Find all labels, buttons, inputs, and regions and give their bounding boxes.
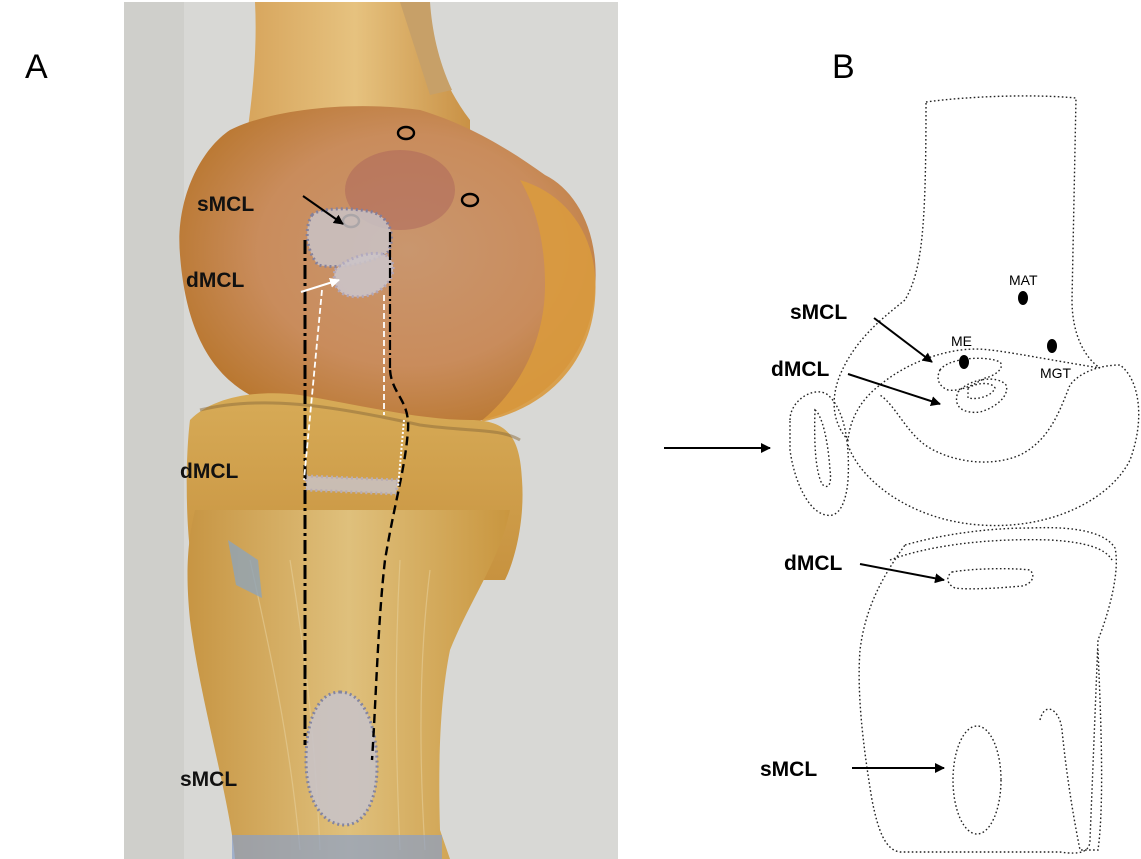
panel-b-label-mgt: MGT — [1040, 365, 1072, 381]
marker-circle-1 — [396, 125, 416, 141]
marker-circle-2 — [460, 192, 480, 208]
tibial-plateau-outline — [858, 526, 1118, 854]
panel-b-label-me: ME — [951, 333, 972, 349]
dmcl-anterior-border — [303, 289, 323, 481]
patella-facet-outline — [813, 408, 832, 488]
dmcl-posterior-border-tibia — [397, 419, 405, 489]
femur-outline — [833, 95, 1101, 442]
panel-b-label-dmcl-femoral: dMCL — [771, 358, 829, 381]
panel-b-label-dmcl-tibial: dMCL — [784, 552, 842, 575]
panel-a-photo — [124, 2, 618, 859]
mat-dot — [1018, 291, 1028, 305]
panel-b-drawing — [664, 95, 1140, 854]
articular-cartilage — [480, 180, 596, 422]
blue-stand — [232, 835, 442, 859]
panel-a-label-dmcl-tibial: dMCL — [180, 460, 238, 483]
panel-a-letter: A — [25, 48, 48, 86]
condyle-red-area — [345, 150, 455, 230]
panel-b-label-smcl-tibial: sMCL — [760, 758, 817, 781]
dmcl-tibial-footprint-outline — [947, 567, 1034, 590]
smcl-femoral-footprint — [305, 207, 393, 269]
arrow-smcl-femoral-b — [873, 317, 933, 363]
dmcl-femoral-inner-outline — [967, 382, 996, 400]
arrow-dmcl-femoral-b — [847, 373, 941, 406]
arrow-dmcl-tibial-b — [859, 563, 945, 584]
photo-backdrop-shade — [124, 2, 184, 859]
panel-b-label-mat: MAT — [1009, 272, 1038, 288]
panel-a-label-smcl-femoral: sMCL — [197, 193, 254, 216]
patella-outline — [789, 391, 850, 517]
dmcl-femoral-footprint-outline — [955, 378, 1008, 414]
tibial-plateau-top-outline — [889, 538, 1113, 561]
arrow-smcl-femoral — [302, 195, 344, 225]
mgt-dot — [1047, 339, 1057, 353]
dmcl-femoral-footprint — [332, 251, 395, 299]
panel-a-label-smcl-tibial: sMCL — [180, 768, 237, 791]
smcl-femoral-footprint-outline — [937, 357, 1002, 392]
blue-tag — [228, 540, 262, 598]
arrow-dmcl-femoral — [300, 277, 340, 293]
me-dot — [959, 355, 969, 369]
joint-line-shadow — [199, 401, 521, 442]
panel-b-label-smcl-femoral: sMCL — [790, 301, 847, 324]
panel-a-label-dmcl-femoral: dMCL — [186, 269, 244, 292]
tibia-shaft — [187, 510, 510, 859]
upper-bone-edge — [400, 2, 452, 95]
smcl-posterior-border — [370, 369, 410, 761]
smcl-tibial-footprint — [304, 690, 379, 827]
fibula-outline — [1039, 649, 1103, 851]
smcl-tibial-footprint-outline — [952, 725, 1002, 835]
panel-b-letter: B — [832, 48, 855, 86]
